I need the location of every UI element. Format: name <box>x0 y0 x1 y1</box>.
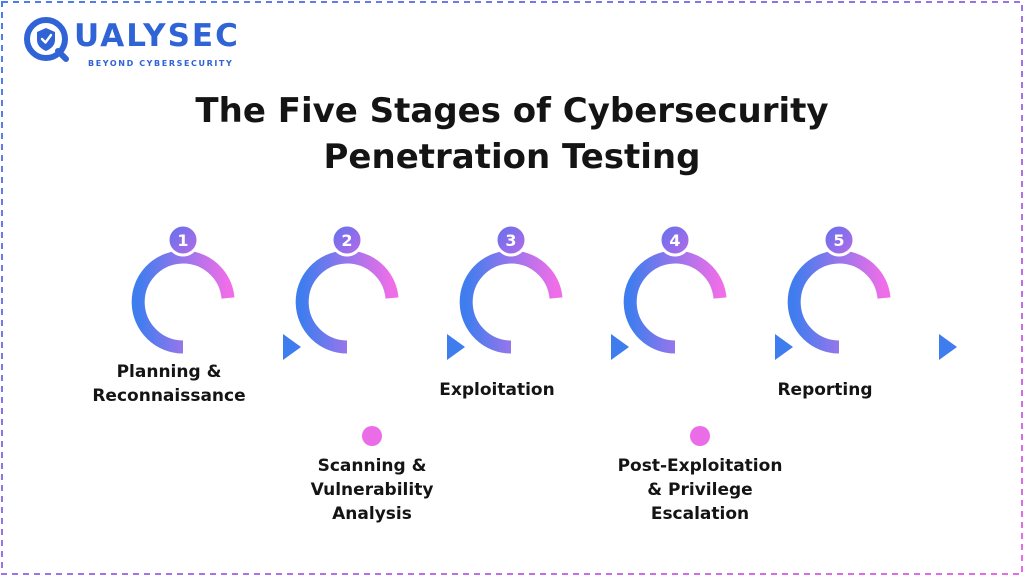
stage-3-loop <box>459 250 563 354</box>
qualysec-logo: UALYSEC BEYOND CYBERSECURITY <box>22 12 272 74</box>
page-title: The Five Stages of Cybersecurity Penetra… <box>92 88 932 180</box>
stage-4-label-line: Escalation <box>650 504 750 524</box>
stage-3-label-line: Exploitation <box>439 380 555 400</box>
stage-4-number: 4 <box>669 231 680 250</box>
stage-3-badge <box>494 223 528 257</box>
logo-tagline: BEYOND CYBERSECURITY <box>88 59 234 68</box>
stage-1-label: Planning & Reconnaissance <box>59 360 279 408</box>
stage-5-loop <box>787 250 891 354</box>
stage-1-label-line: Planning & <box>116 362 222 382</box>
stage-3-number: 3 <box>505 231 516 250</box>
logo-name: UALYSEC <box>74 18 240 54</box>
stage-1-number: 1 <box>177 231 188 250</box>
stage-3-label: Exploitation <box>387 378 607 402</box>
stage-2-arrowhead <box>447 334 465 360</box>
stage-2-number: 2 <box>341 231 352 250</box>
stage-3-arrowhead <box>611 334 629 360</box>
stage-4-label-line: & Privilege <box>647 480 753 500</box>
stage-2-dot <box>362 426 382 446</box>
stage-4-dot <box>690 426 710 446</box>
stage-2-label-line: Analysis <box>332 504 412 524</box>
stage-1-loop <box>131 250 235 354</box>
title-line-1: The Five Stages of Cybersecurity <box>195 91 829 131</box>
stage-4-badge <box>658 223 692 257</box>
stage-1-badge <box>166 223 200 257</box>
stage-2-badge <box>330 223 364 257</box>
stage-1-arrowhead <box>283 334 301 360</box>
shield-q-icon <box>24 17 69 62</box>
stage-5-badge <box>822 223 856 257</box>
stage-4-arrowhead <box>775 334 793 360</box>
title-line-2: Penetration Testing <box>323 137 701 177</box>
stage-5-label-line: Reporting <box>777 380 873 400</box>
stage-1-label-line: Reconnaissance <box>92 386 246 406</box>
stage-2-label-line: Vulnerability <box>310 480 434 500</box>
stage-4-loop <box>623 250 727 354</box>
stage-5-label: Reporting <box>715 378 935 402</box>
stage-2-label-line: Scanning & <box>317 456 427 476</box>
stage-4-label-line: Post-Exploitation <box>617 456 783 476</box>
stage-5-arrowhead <box>939 334 957 360</box>
stage-5-number: 5 <box>833 231 844 250</box>
stage-2-loop <box>295 250 399 354</box>
